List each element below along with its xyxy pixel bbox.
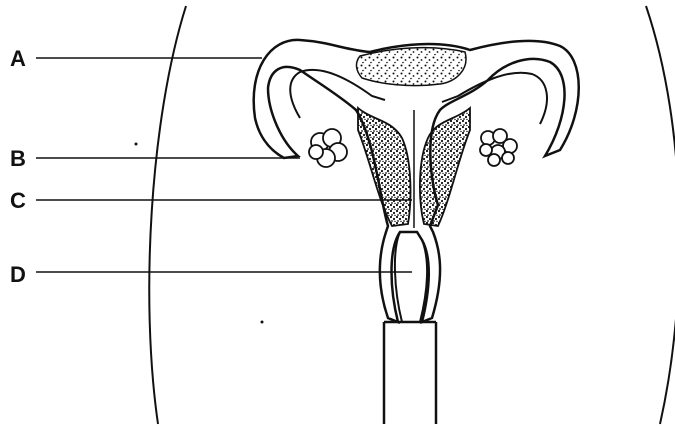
label-b: B	[6, 148, 30, 170]
body-outline-left	[149, 6, 186, 424]
left-ovary	[309, 129, 347, 167]
label-c: C	[6, 190, 30, 212]
label-d: D	[6, 264, 30, 286]
scan-speck	[261, 321, 264, 324]
label-a: A	[6, 48, 30, 70]
body-outline-right	[646, 6, 675, 424]
uterus-fundus-wall	[356, 48, 466, 86]
right-ovary	[480, 129, 517, 166]
vagina-tube	[384, 322, 436, 424]
scan-speck	[135, 143, 138, 146]
cervical-canal	[395, 232, 427, 322]
